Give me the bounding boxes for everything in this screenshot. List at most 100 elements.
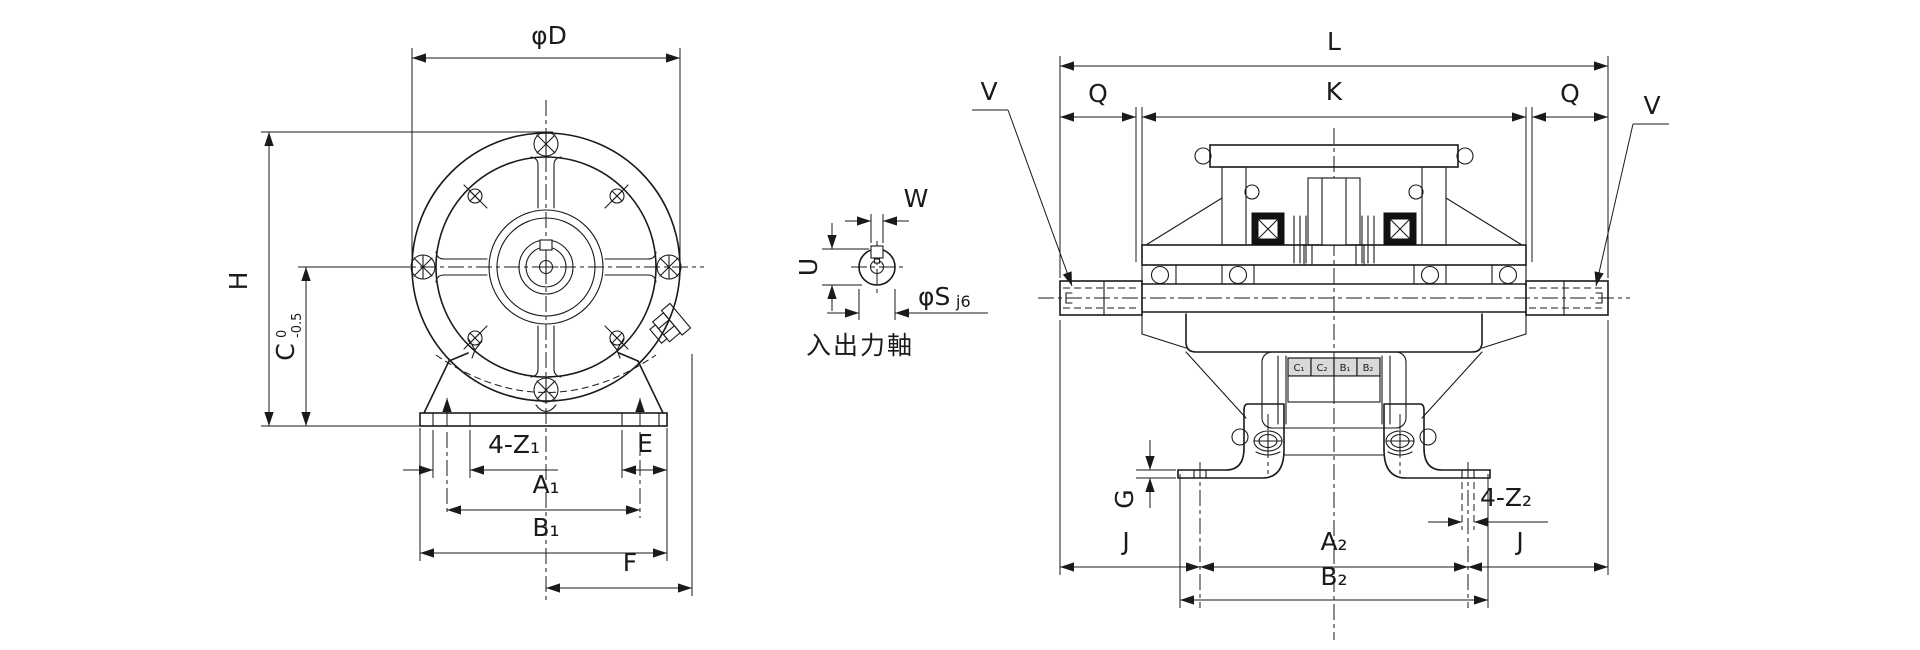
label-shaft-caption: 入出力軸 (806, 331, 914, 360)
dim-e: E (621, 429, 667, 478)
label-k: K (1326, 77, 1343, 106)
side-shaft (1059, 280, 1609, 316)
label-phi-d: φD (531, 21, 567, 50)
label-u: U (794, 258, 823, 276)
front-spoke-ring-inner (496, 217, 596, 317)
coil-section-right (1383, 212, 1417, 246)
dim-g: G (1110, 440, 1176, 509)
side-top-cap (1209, 144, 1459, 168)
label-j-right: J (1514, 527, 1523, 556)
dim-h: H (224, 131, 553, 427)
label-phi-s: φS (918, 282, 950, 311)
side-bolt-icon (1419, 428, 1437, 446)
label-g: G (1110, 489, 1139, 508)
cable-gland-icon (649, 302, 692, 344)
terminal-label-c2: C₂ (1317, 363, 1328, 374)
front-weld-mark (467, 337, 483, 359)
shaft-keyway (870, 245, 884, 259)
cap-bolt-icon (1456, 147, 1474, 165)
screw-icon (533, 377, 559, 403)
shaft-center-hole-mark (1065, 292, 1073, 304)
label-a1: A₁ (532, 470, 559, 499)
front-hub-keyway (539, 239, 553, 251)
front-flange-screws (410, 131, 682, 403)
label-phi-s-fit: j6 (955, 292, 971, 311)
cap-bolt-icon (1194, 147, 1212, 165)
label-c-tol-lower: -0.5 (290, 313, 305, 338)
side-pylon-right (1421, 166, 1447, 246)
dim-q-k-q: Q K Q (1060, 77, 1608, 262)
side-cylinder (1261, 351, 1407, 429)
side-pylon-left (1221, 166, 1247, 246)
pylon-bolt-icon (1244, 184, 1260, 200)
label-v-left: V (980, 77, 997, 106)
side-lower-housing: C₁ C₂ B₁ B₂ (1185, 313, 1483, 456)
front-spoke-ring-outer (488, 209, 604, 325)
side-feet (1177, 403, 1491, 479)
dim-j-a2-j: J A₂ J (1060, 462, 1608, 608)
dim-phi-d: φD (411, 21, 681, 262)
cross-screw-icon (604, 325, 629, 350)
dim-v-left: V (972, 77, 1073, 287)
cross-screw-icon (604, 184, 629, 209)
dim-b2: B₂ (1179, 474, 1489, 608)
dim-b1: B₁ (419, 428, 668, 561)
label-v-right: V (1643, 91, 1660, 120)
dim-f: F (546, 354, 693, 596)
front-base (419, 337, 668, 427)
dim-v-right: V (1594, 91, 1669, 287)
label-b2: B₂ (1320, 562, 1347, 591)
shaft-bore-keyway (873, 258, 881, 264)
foot-bracket-right (1383, 403, 1491, 479)
label-a2: A₂ (1320, 527, 1347, 556)
terminal-block: C₁ C₂ B₁ B₂ (1287, 357, 1381, 403)
label-c-tol-upper: 0 (275, 330, 290, 338)
foot-bracket-left (1177, 403, 1285, 479)
center-armature (1303, 177, 1365, 266)
label-j-left: J (1120, 527, 1129, 556)
cross-screw-icon (463, 325, 488, 350)
shaft-detail-view: W U φS j6 入出力軸 (794, 184, 988, 360)
label-q-right: Q (1560, 79, 1580, 108)
front-base-hidden-arc (435, 354, 657, 393)
front-weld-mark (609, 337, 625, 359)
coil-section-left (1251, 212, 1285, 246)
label-b1: B₁ (532, 513, 559, 542)
label-w: W (904, 184, 929, 213)
terminal-label-b2: B₂ (1363, 363, 1374, 374)
front-base-notch (535, 404, 557, 413)
label-q-left: Q (1088, 79, 1108, 108)
screw-icon (533, 131, 559, 157)
dim-z2: 4-Z₂ (1428, 482, 1548, 530)
front-base-plate (419, 412, 668, 427)
dim-c: C 0 -0.5 (271, 266, 410, 426)
screw-icon (410, 254, 436, 280)
front-inner-flange-circle (435, 156, 657, 378)
front-view: φD H C 0 -0.5 (224, 21, 704, 600)
front-small-screws (463, 184, 629, 350)
dim-u: U (794, 223, 869, 311)
dim-z1: 4-Z₁ (403, 430, 558, 516)
side-view: C₁ C₂ B₁ B₂ (972, 27, 1669, 640)
cross-screw-icon (463, 184, 488, 209)
screw-icon (656, 254, 682, 280)
dim-w: W (845, 184, 928, 243)
shaft-center-hole-mark (1595, 292, 1603, 304)
front-spokes (435, 156, 657, 378)
shaft-stub-right (1525, 280, 1609, 316)
dim-phi-s: φS j6 (827, 282, 988, 320)
dim-a1: A₁ (447, 432, 641, 518)
clutch-discs (1293, 215, 1375, 264)
label-f: F (623, 548, 637, 577)
label-z2: 4-Z₂ (1480, 483, 1532, 512)
label-l: L (1327, 27, 1341, 56)
pylon-bolt-icon (1408, 184, 1424, 200)
dim-l: L (1059, 27, 1609, 575)
bearing-icon (1150, 265, 1518, 285)
side-bolt-icon (1231, 428, 1249, 446)
terminal-label-c1: C₁ (1294, 363, 1305, 374)
label-z1: 4-Z₁ (488, 430, 540, 459)
label-h: H (224, 272, 253, 291)
